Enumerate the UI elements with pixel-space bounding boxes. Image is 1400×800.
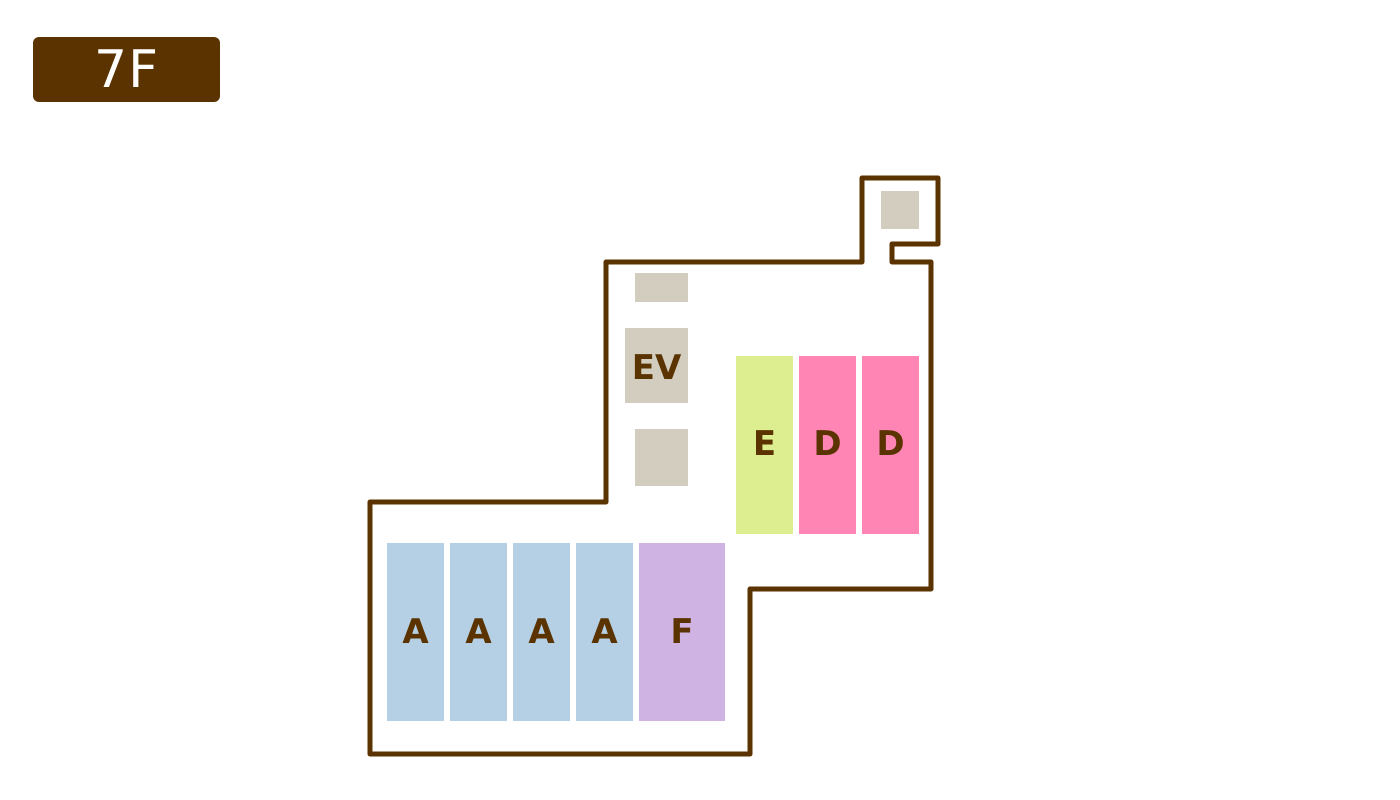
room-a3[interactable] xyxy=(513,543,570,721)
service-block-corner xyxy=(881,191,919,229)
room-d1[interactable] xyxy=(799,356,856,534)
room-a4[interactable] xyxy=(576,543,633,721)
service-block-top xyxy=(635,273,688,302)
floor-label: 7F xyxy=(94,39,159,100)
room-d2-label: D xyxy=(876,424,904,464)
room-a2[interactable] xyxy=(450,543,507,721)
room-a3-label: A xyxy=(528,612,555,652)
room-f-label: F xyxy=(670,612,693,652)
room-d1-label: D xyxy=(813,424,841,464)
room-a2-label: A xyxy=(465,612,492,652)
room-f[interactable] xyxy=(639,543,725,721)
elevator-block[interactable] xyxy=(625,328,688,403)
service-block-middle xyxy=(635,429,688,486)
room-a1[interactable] xyxy=(387,543,444,721)
room-a1-label: A xyxy=(402,612,429,652)
elevator-label: EV xyxy=(632,348,682,388)
room-e-label: E xyxy=(753,424,776,464)
floor-badge: 7F xyxy=(33,37,220,102)
room-e[interactable] xyxy=(736,356,793,534)
room-d2[interactable] xyxy=(862,356,919,534)
room-a4-label: A xyxy=(591,612,618,652)
